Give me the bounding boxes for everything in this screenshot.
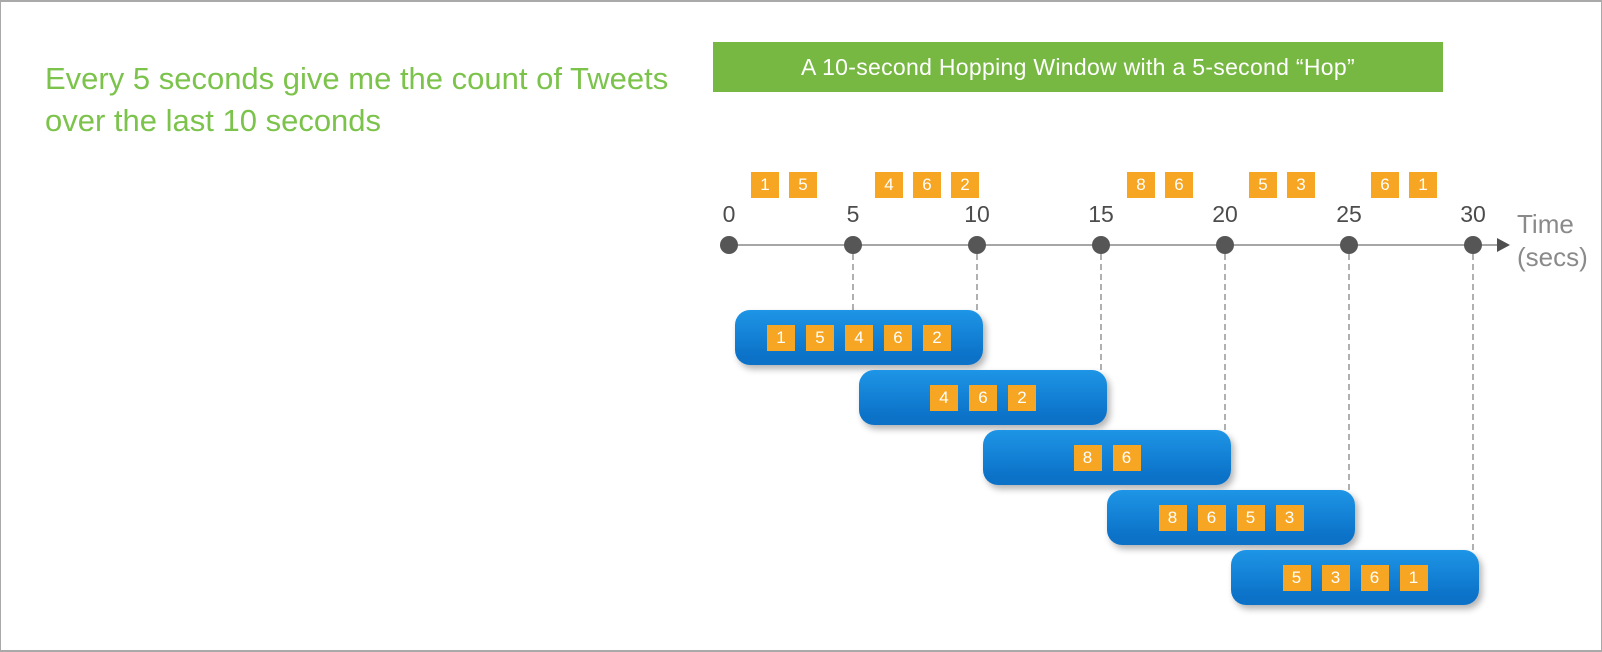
stream-event-group: 1 5 (751, 172, 817, 198)
tick-dash-line (1224, 254, 1226, 430)
tick-dash-line (1348, 254, 1350, 490)
window-event-box: 5 (1236, 504, 1265, 531)
stream-event-group: 8 6 (1127, 172, 1193, 198)
event-box: 8 (1127, 172, 1155, 198)
event-box: 2 (951, 172, 979, 198)
tick-dot (1216, 236, 1234, 254)
tick-dot (844, 236, 862, 254)
hopping-window-10-20: 8 6 (983, 430, 1231, 485)
window-event-box: 5 (806, 324, 834, 351)
window-event-box: 8 (1158, 504, 1187, 531)
tick-dot (1464, 236, 1482, 254)
window-event-box: 6 (884, 324, 912, 351)
stream-event-group: 6 1 (1371, 172, 1437, 198)
tick-label-10: 10 (964, 201, 990, 227)
tick-label-5: 5 (846, 201, 860, 227)
window-event-box: 6 (969, 384, 997, 411)
window-event-box: 1 (767, 324, 795, 351)
event-box: 6 (913, 172, 941, 198)
event-box: 1 (751, 172, 779, 198)
stream-event-group: 5 3 (1249, 172, 1315, 198)
event-box: 1 (1409, 172, 1437, 198)
tick-label-25: 25 (1336, 201, 1362, 227)
window-event-box: 3 (1321, 564, 1350, 591)
tick-dot (968, 236, 986, 254)
window-event-box: 4 (845, 324, 873, 351)
window-event-box: 6 (1197, 504, 1226, 531)
window-event-box: 3 (1275, 504, 1304, 531)
event-box: 6 (1165, 172, 1193, 198)
window-event-box: 2 (923, 324, 951, 351)
event-box: 3 (1287, 172, 1315, 198)
tick-dot (720, 236, 738, 254)
tick-label-20: 20 (1212, 201, 1238, 227)
tick-dot (1340, 236, 1358, 254)
window-event-box: 5 (1282, 564, 1311, 591)
window-event-box: 1 (1399, 564, 1428, 591)
tick-label-15: 15 (1088, 201, 1114, 227)
hopping-window-0-10: 1 5 4 6 2 (735, 310, 983, 365)
window-event-box: 8 (1073, 444, 1102, 471)
time-axis-label-line2: (secs) (1517, 242, 1588, 272)
note-text: Every 5 seconds give me the count of Twe… (45, 61, 669, 138)
event-box: 5 (789, 172, 817, 198)
window-event-box: 4 (930, 384, 958, 411)
stream-event-group: 4 6 2 (875, 172, 979, 198)
tick-dash-line (852, 254, 854, 310)
window-event-box: 2 (1008, 384, 1036, 411)
event-box: 4 (875, 172, 903, 198)
time-axis-label: Time (secs) (1517, 208, 1588, 274)
hopping-window-15-25: 8 6 5 3 (1107, 490, 1355, 545)
window-event-box: 6 (1112, 444, 1141, 471)
tick-label-0: 0 (722, 201, 736, 227)
timeline-axis (729, 244, 1497, 246)
hopping-window-20-30: 5 3 6 1 (1231, 550, 1479, 605)
time-axis-label-line1: Time (1517, 209, 1574, 239)
tick-dash-line (1472, 254, 1474, 550)
arrow-right-icon (1497, 238, 1510, 252)
tick-label-30: 30 (1460, 201, 1486, 227)
title-banner: A 10-second Hopping Window with a 5-seco… (713, 42, 1443, 92)
tick-dash-line (1100, 254, 1102, 370)
event-box: 5 (1249, 172, 1277, 198)
event-box: 6 (1371, 172, 1399, 198)
window-event-box: 6 (1360, 564, 1389, 591)
tick-dot (1092, 236, 1110, 254)
hopping-window-5-15: 4 6 2 (859, 370, 1107, 425)
tick-dash-line (976, 254, 978, 310)
